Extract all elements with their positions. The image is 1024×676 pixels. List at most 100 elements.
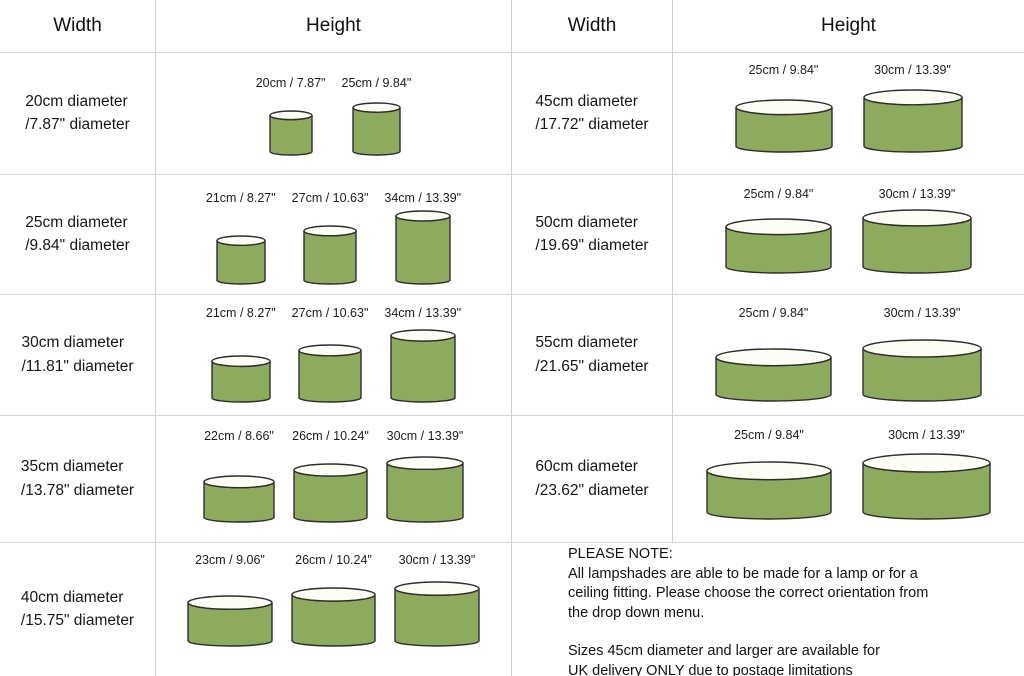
lampshade: 27cm / 10.63" <box>291 191 369 286</box>
row-width-label: 55cm diameter/21.65" diameter <box>512 294 672 415</box>
lampshade-height-label: 22cm / 8.66" <box>204 429 274 443</box>
lampshade-drawing <box>203 475 275 523</box>
lampshade-drawing <box>715 348 832 402</box>
diameter-in: /17.72" diameter <box>535 116 649 133</box>
lampshade-height-label: 20cm / 7.87" <box>255 76 326 90</box>
lampshade: 25cm / 9.84" <box>714 306 833 403</box>
lampshade-height-label: 30cm / 13.39" <box>888 428 965 442</box>
lampshade-height-label: 30cm / 13.39" <box>883 306 961 320</box>
lampshade-height-label: 21cm / 8.27" <box>205 191 276 205</box>
lampshade-drawing <box>862 209 972 274</box>
row-width-label: 30cm diameter/11.81" diameter <box>0 294 155 415</box>
lampshade: 25cm / 9.84" <box>734 63 834 154</box>
diameter-in: /13.78" diameter <box>20 481 135 499</box>
lampshade-drawing <box>291 587 376 647</box>
lampshade: 25cm / 9.84" <box>705 428 833 521</box>
lampshade-drawing <box>862 339 982 402</box>
lampshade-height-label: 34cm / 13.39" <box>384 191 462 205</box>
diameter-cm: 20cm diameter <box>25 92 128 110</box>
please-note-block: PLEASE NOTE: All lampshades are able to … <box>568 545 1014 676</box>
column-header-width-left: Width <box>53 15 102 36</box>
grid-line-horizontal <box>0 415 1024 416</box>
diameter-in: /21.65" diameter <box>535 357 649 375</box>
lampshade-drawing <box>725 218 832 274</box>
grid-line-vertical <box>511 0 512 676</box>
lampshade-drawing <box>390 329 456 403</box>
height-options-cell: 21cm / 8.27" 27cm / 10.63" 34cm / 13.39" <box>156 294 511 415</box>
lampshade: 34cm / 13.39" <box>384 306 461 404</box>
lampshade: 34cm / 13.39" <box>384 191 461 286</box>
lampshade-drawing <box>386 456 464 523</box>
row-width-label: 45cm diameter/17.72" diameter <box>512 52 672 174</box>
height-options-cell: 25cm / 9.84" 30cm / 13.39" <box>673 294 1024 415</box>
lampshade-height-label: 27cm / 10.63" <box>291 306 369 320</box>
lampshade: 30cm / 13.39" <box>385 429 465 524</box>
lampshade-drawing <box>734 99 833 153</box>
lampshade: 23cm / 9.06" <box>186 553 274 648</box>
diameter-in: /9.84" diameter <box>25 237 130 254</box>
lampshade-height-label: 25cm / 9.84" <box>734 428 804 442</box>
lampshade: 25cm / 9.84" <box>724 187 833 275</box>
lampshade-drawing <box>706 461 832 520</box>
lampshade-height-label: 25cm / 9.84" <box>341 76 412 90</box>
diameter-cm: 55cm diameter <box>535 334 638 351</box>
column-header-height-right: Height <box>821 15 876 36</box>
lampshade-drawing <box>395 210 451 285</box>
height-options-cell: 25cm / 9.84" 30cm / 13.39" <box>673 174 1024 294</box>
lampshade-height-label: 25cm / 9.84" <box>738 306 809 320</box>
grid-line-vertical <box>155 0 156 676</box>
grid-line-vertical <box>672 0 673 542</box>
diameter-in: /15.75" diameter <box>20 612 135 629</box>
lampshade-drawing <box>268 110 313 156</box>
lampshade-drawing <box>298 344 362 403</box>
column-header-height-left: Height <box>306 15 361 36</box>
diameter-in: /11.81" diameter <box>21 357 134 375</box>
diameter-cm: 30cm diameter <box>21 334 124 351</box>
diameter-cm: 40cm diameter <box>20 588 124 606</box>
row-width-label: 35cm diameter/13.78" diameter <box>0 415 155 542</box>
lampshade: 30cm / 13.39" <box>861 187 973 275</box>
column-header-width-right: Width <box>567 15 617 36</box>
lampshade: 21cm / 8.27" <box>206 306 276 404</box>
height-options-cell: 23cm / 9.06"26cm / 10.24" 30cm / 13.39" <box>156 542 511 676</box>
height-options-cell: 25cm / 9.84" 30cm / 13.39" <box>673 52 1024 174</box>
lampshade-drawing <box>216 235 266 285</box>
diameter-in: /19.69" diameter <box>535 237 649 254</box>
lampshade: 27cm / 10.63" <box>291 306 369 404</box>
row-width-label: 60cm diameter/23.62" diameter <box>512 415 672 542</box>
diameter-cm: 50cm diameter <box>535 213 638 231</box>
lampshade: 30cm / 13.39" <box>862 63 964 154</box>
grid-line-horizontal <box>0 52 1024 53</box>
row-width-label: 40cm diameter/15.75" diameter <box>0 542 155 676</box>
lampshade-height-label: 27cm / 10.63" <box>291 191 369 205</box>
lampshade: 26cm / 10.24" <box>290 553 377 648</box>
row-width-label: 20cm diameter/7.87" diameter <box>0 52 155 174</box>
diameter-cm: 60cm diameter <box>535 458 638 475</box>
diameter-cm: 45cm diameter <box>535 92 638 110</box>
height-options-cell: 20cm / 7.87" 25cm / 9.84" <box>156 52 511 174</box>
lampshade-height-label: 34cm / 13.39" <box>384 306 462 320</box>
lampshade-height-label: 30cm / 13.39" <box>386 429 464 443</box>
grid-line-horizontal <box>0 174 1024 175</box>
lampshade-drawing <box>293 463 368 523</box>
row-width-label: 25cm diameter/9.84" diameter <box>0 174 155 294</box>
note-title: PLEASE NOTE: <box>568 546 673 562</box>
lampshade: 25cm / 9.84" <box>341 76 412 157</box>
lampshade-height-label: 30cm / 13.39" <box>398 553 476 567</box>
diameter-cm: 35cm diameter <box>20 458 124 475</box>
diameter-in: /23.62" diameter <box>535 481 649 499</box>
lampshade-drawing <box>394 581 480 647</box>
lampshade-drawing <box>303 225 357 285</box>
lampshade: 21cm / 8.27" <box>206 191 276 286</box>
lampshade: 30cm / 13.39" <box>861 306 983 403</box>
diameter-in: /7.87" diameter <box>25 116 130 133</box>
height-options-cell: 21cm / 8.27" 27cm / 10.63" 34cm / 13.39" <box>156 174 511 294</box>
lampshade-height-label: 25cm / 9.84" <box>743 187 814 201</box>
lampshade-height-label: 30cm / 13.39" <box>878 187 956 201</box>
lampshade-height-label: 25cm / 9.84" <box>748 63 819 77</box>
lampshade-drawing <box>187 595 273 647</box>
lampshade: 22cm / 8.66" <box>202 429 276 524</box>
height-options-cell: 25cm / 9.84" 30cm / 13.39" <box>673 415 1024 542</box>
note-paragraph: All lampshades are able to be made for a… <box>568 565 929 621</box>
height-options-cell: 22cm / 8.66"26cm / 10.24"30cm / 13.39" <box>156 415 511 542</box>
